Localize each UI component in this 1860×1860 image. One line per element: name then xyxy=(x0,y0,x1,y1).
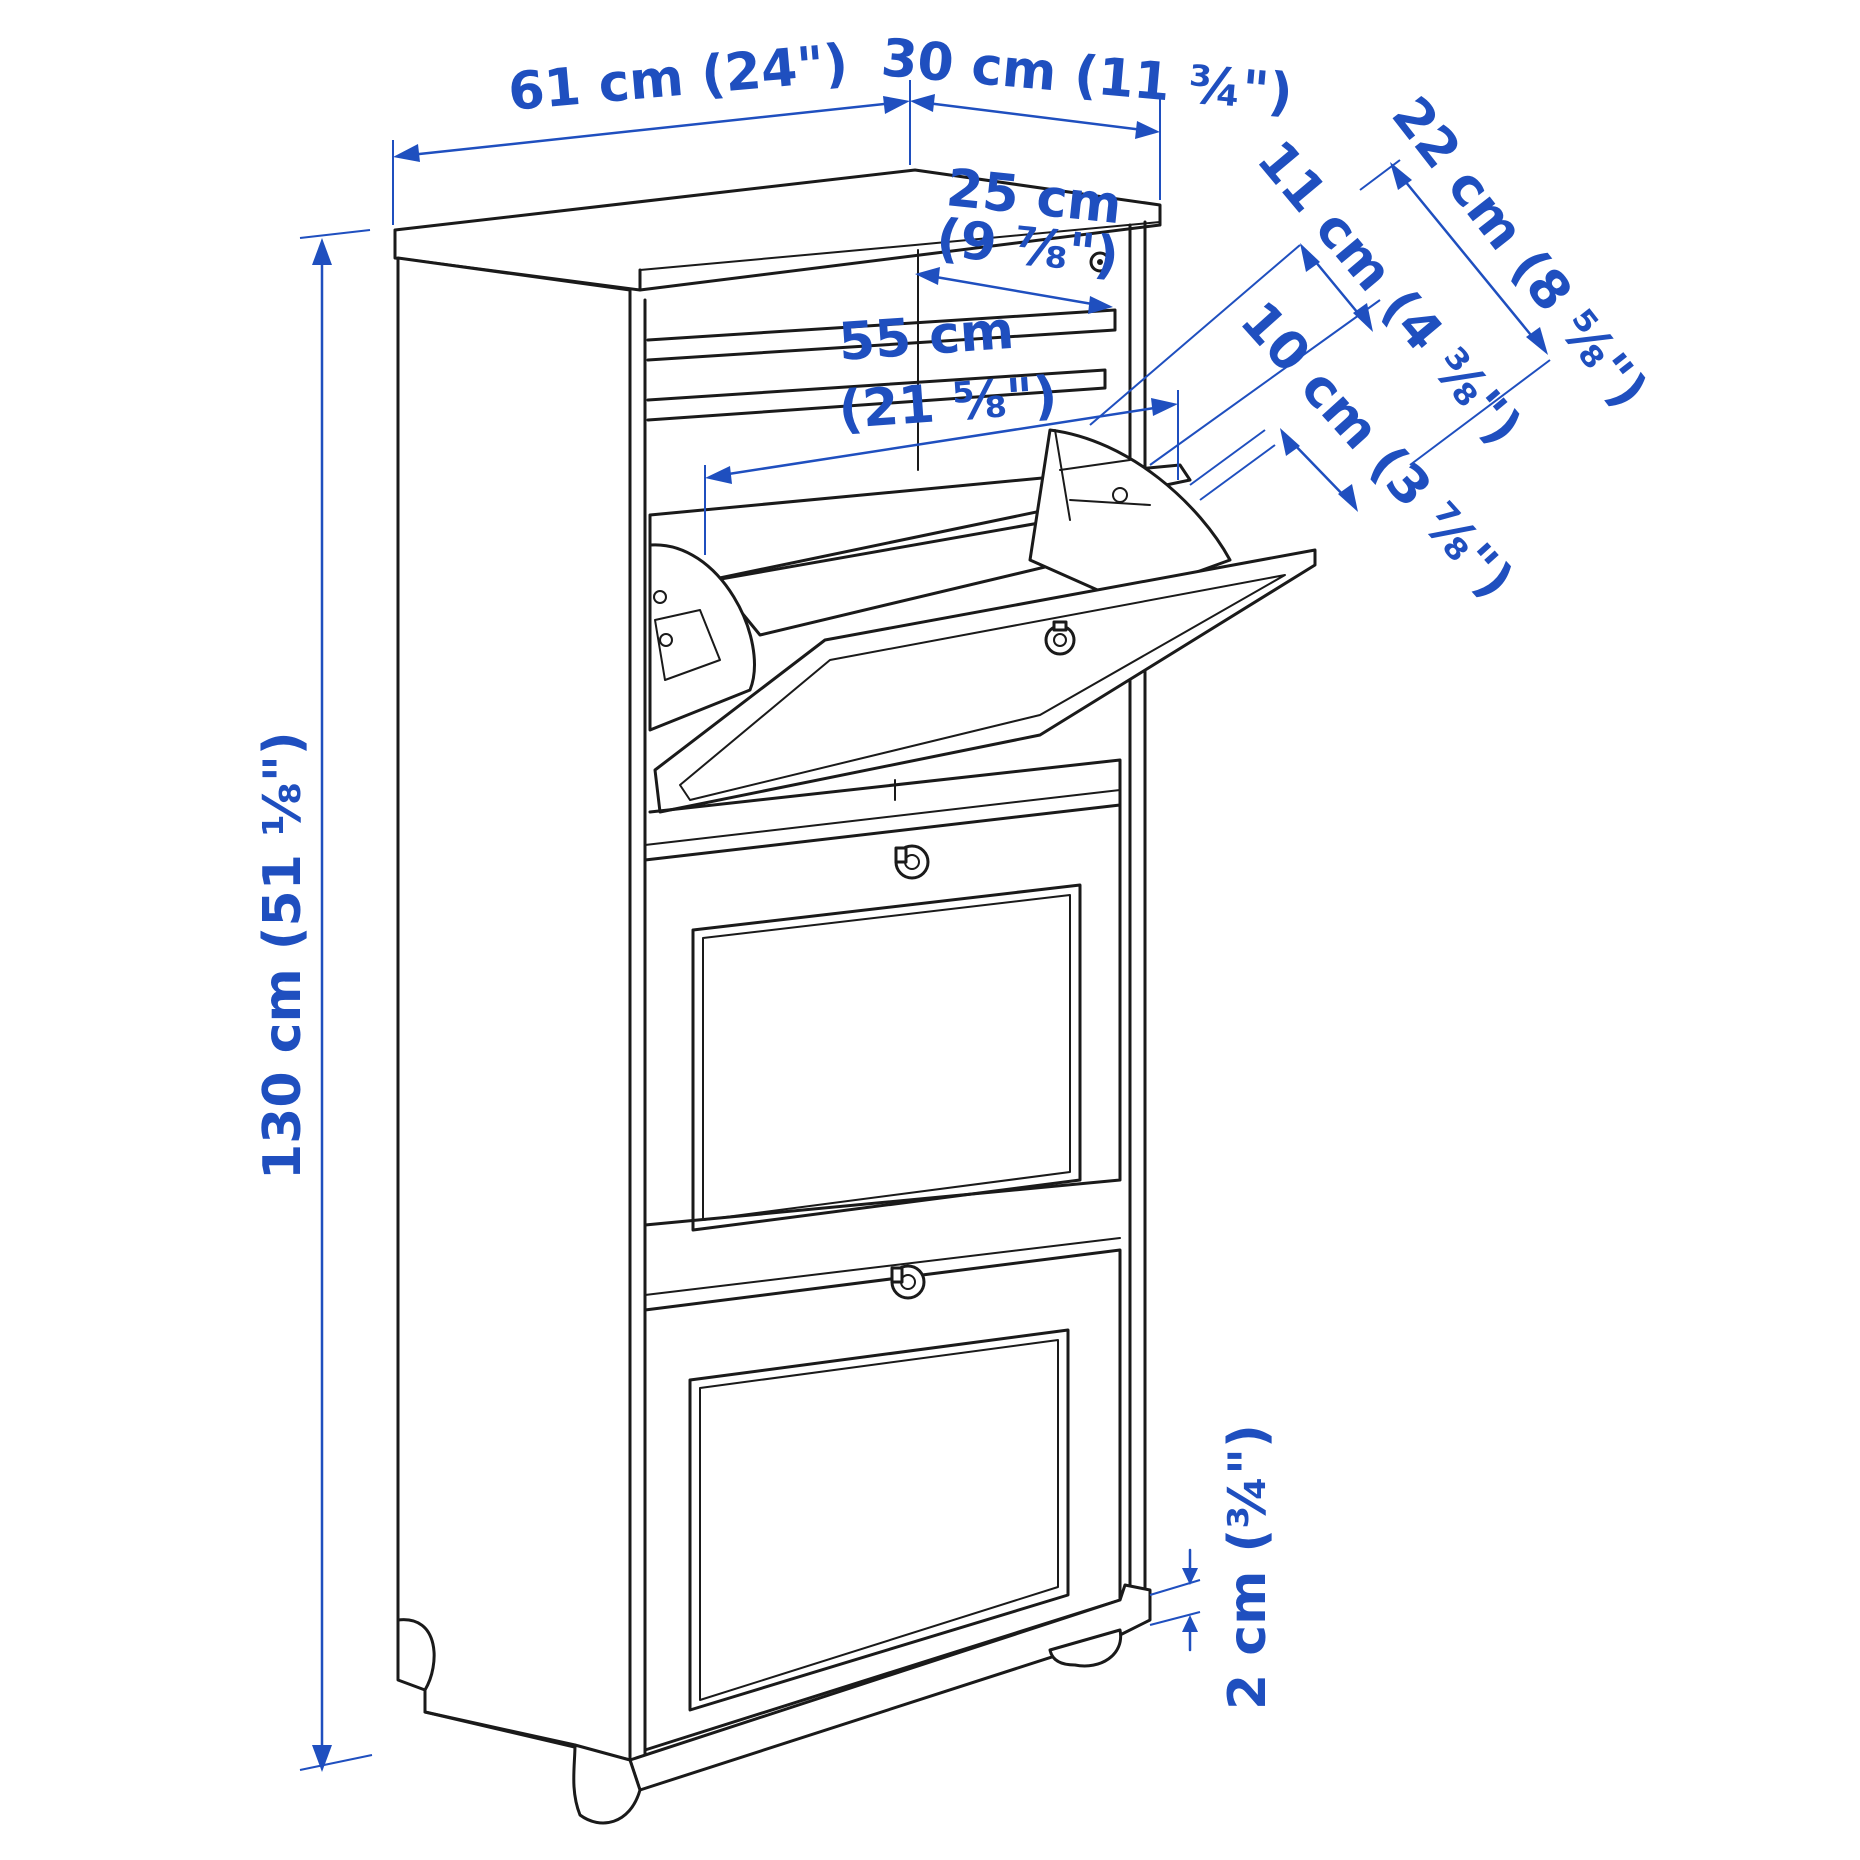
cabinet-drawing xyxy=(393,168,1317,1825)
middle-drawer xyxy=(643,789,1122,1232)
cabinet-plinth xyxy=(628,1583,1152,1792)
inner-width-label-line2: (21 ⅝") xyxy=(837,366,1060,441)
plinth-height-label: 2 cm (¾") xyxy=(1218,1424,1278,1710)
width-total-label: 61 cm (24") xyxy=(506,33,851,122)
open-shoe-flap xyxy=(648,428,1317,814)
dimension-lines xyxy=(299,80,1551,1772)
height-total-label: 130 cm (51 ⅛") xyxy=(253,731,313,1180)
cabinet-top xyxy=(393,168,1162,292)
cabinet-left-side xyxy=(396,256,632,1762)
front-right-foot xyxy=(1048,1628,1123,1668)
front-left-foot xyxy=(572,1743,642,1825)
inner-width-label-line1: 55 cm xyxy=(837,301,1016,373)
bottom-drawer xyxy=(643,1237,1122,1752)
depth-total-label: 30 cm (11 ¾") xyxy=(879,28,1295,124)
